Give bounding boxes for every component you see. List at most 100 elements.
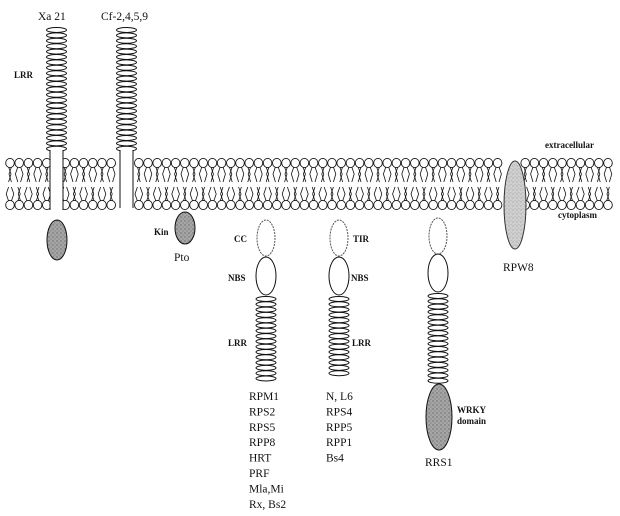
lipid-head — [539, 158, 548, 167]
lipid-head — [6, 158, 15, 167]
lrr-repeat — [117, 28, 137, 33]
lipid-tail — [177, 187, 179, 201]
gene-name: RPS4 — [326, 406, 352, 418]
lrr-repeat — [329, 312, 349, 317]
lipid-head — [521, 158, 530, 167]
lipid-tail — [490, 187, 492, 201]
lipid-head — [475, 200, 484, 209]
lipid-tail — [586, 167, 588, 182]
lipid-head — [392, 200, 401, 209]
lipid-tail — [140, 187, 142, 201]
lipid-head — [199, 200, 208, 209]
lipid-head — [438, 200, 447, 209]
lrr-repeat — [428, 331, 448, 336]
xa21-transmembrane — [50, 150, 63, 210]
lipid-tail — [159, 187, 161, 201]
lipid-tail — [301, 187, 303, 201]
lipid-tail — [163, 167, 165, 182]
lipid-tail — [337, 187, 339, 201]
lipid-tail — [89, 167, 91, 182]
lrr-domain-label-2: LRR — [352, 338, 372, 348]
lipid-tail — [227, 187, 229, 201]
lipid-tail — [343, 187, 345, 201]
lipid-head — [190, 200, 199, 209]
lipid-tail — [540, 187, 542, 201]
lipid-tail — [43, 187, 45, 201]
lipid-tail — [420, 167, 422, 182]
lipid-tail — [582, 187, 584, 201]
lrr-repeat — [47, 76, 67, 81]
lrr-repeat — [329, 307, 349, 312]
wrky-label: WRKY — [457, 405, 487, 415]
lipid-tail — [466, 187, 468, 201]
lrr-repeat — [117, 141, 137, 146]
lipid-tail — [379, 187, 381, 201]
lrr-repeat — [256, 318, 276, 323]
lrr-repeat — [329, 350, 349, 355]
lipid-tail — [218, 167, 220, 182]
lipid-head — [328, 200, 337, 209]
gene-name: RPM1 — [249, 391, 279, 403]
lrr-repeat — [117, 98, 137, 103]
lrr-repeat — [47, 114, 67, 119]
lipid-head — [89, 158, 98, 167]
lipid-head — [420, 158, 429, 167]
lipid-tail — [98, 187, 100, 201]
lrr-repeat — [117, 92, 137, 97]
lipid-head — [144, 200, 153, 209]
lrr-repeat — [47, 98, 67, 103]
rrs1-tir-domain — [429, 218, 447, 254]
lipid-head — [447, 200, 456, 209]
lipid-tail — [457, 167, 459, 182]
xa21-name-label: Xa 21 — [38, 11, 66, 23]
gene-name: Bs4 — [326, 453, 344, 465]
lipid-head — [309, 200, 318, 209]
lipid-tail — [236, 167, 238, 182]
lipid-head — [79, 158, 88, 167]
lrr-repeat — [47, 60, 67, 65]
lrr-repeat — [117, 49, 137, 54]
lipid-head — [254, 158, 263, 167]
gene-name: Rx, Bs2 — [249, 499, 286, 511]
pto-protein: Kin Pto — [154, 212, 195, 264]
lipid-tail — [168, 167, 170, 182]
extracellular-label: extracellular — [545, 140, 594, 150]
lipid-tail — [149, 167, 151, 182]
lrr-repeat — [329, 365, 349, 370]
nbs-domain-label: NBS — [228, 273, 246, 283]
lipid-head — [328, 158, 337, 167]
n-group-member-list: N, L6RPS4RPP5RPP1Bs4 — [326, 391, 353, 465]
lipid-head — [33, 200, 42, 209]
lrr-repeat — [256, 334, 276, 339]
lipid-head — [484, 200, 493, 209]
lipid-tail — [370, 167, 372, 182]
lipid-tail — [80, 187, 82, 201]
nbs-domain — [256, 257, 276, 295]
lipid-tail — [604, 167, 606, 182]
lrr-repeat — [256, 371, 276, 376]
gene-name: PRF — [249, 468, 269, 480]
lrr-repeat — [47, 87, 67, 92]
lrr-repeat — [256, 360, 276, 365]
lrr-repeat — [256, 312, 276, 317]
lrr-repeat — [117, 103, 137, 108]
lipid-head — [245, 158, 254, 167]
lipid-head — [346, 200, 355, 209]
lipid-tail — [251, 187, 253, 201]
lipid-head — [429, 200, 438, 209]
lrr-repeat — [428, 378, 448, 383]
lipid-tail — [563, 187, 565, 201]
lipid-head — [493, 158, 502, 167]
rpw8-transmembrane-domain — [504, 161, 526, 249]
gene-name: RPS2 — [249, 406, 275, 418]
lipid-tail — [333, 167, 335, 182]
lipid-tail — [499, 167, 501, 182]
lipid-head — [457, 200, 466, 209]
lipid-tail — [475, 167, 477, 182]
lipid-tail — [287, 187, 289, 201]
lipid-head — [291, 200, 300, 209]
lipid-head — [273, 200, 282, 209]
lipid-tail — [214, 187, 216, 201]
lipid-tail — [273, 167, 275, 182]
